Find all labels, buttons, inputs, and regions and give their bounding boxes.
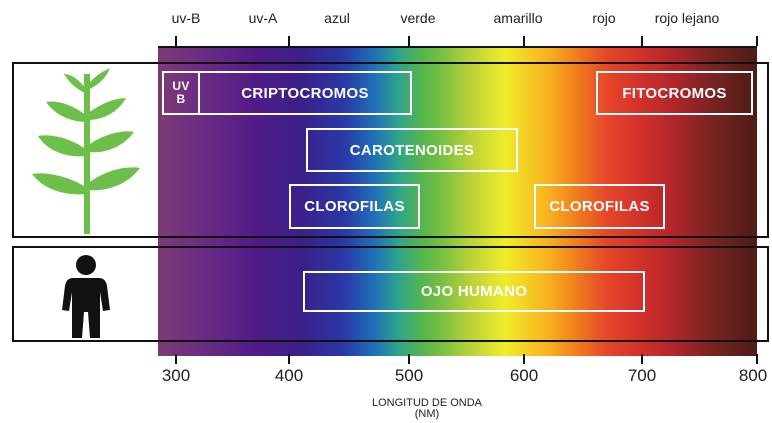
band-label-amarillo: amarillo	[493, 10, 543, 26]
plant-icon-area	[14, 64, 158, 236]
top-tick	[288, 36, 290, 46]
band-label-rojo: rojo	[592, 10, 616, 26]
top-tick	[175, 36, 177, 46]
region-clorofilas-red: CLOROFILAS	[534, 184, 665, 229]
axis-title-line2: (NM)	[414, 408, 440, 420]
top-tick	[641, 36, 643, 46]
top-tick	[523, 36, 525, 46]
plant-photoreceptor-panel	[12, 62, 769, 238]
region-fitocromos: FITOCROMOS	[596, 71, 753, 115]
uvb-line2: B	[176, 92, 186, 106]
bottom-tick	[641, 354, 643, 364]
bottom-tick	[523, 354, 525, 364]
region-carotenoides: CAROTENOIDES	[306, 128, 518, 172]
top-tick	[756, 36, 758, 46]
human-silhouette-icon	[62, 255, 110, 338]
axis-tick-label-700: 700	[627, 366, 657, 385]
top-tick	[408, 36, 410, 46]
axis-title-line1: LONGITUD DE ONDA	[371, 397, 483, 409]
band-label-azul: azul	[324, 10, 350, 26]
human-icon-area	[14, 248, 158, 340]
axis-tick-label-600: 600	[509, 366, 539, 385]
plant-icon	[32, 68, 140, 234]
axis-tick-label-400: 400	[274, 366, 304, 385]
band-label-rojo-lejano: rojo lejano	[654, 10, 720, 26]
axis-tick-label-500: 500	[394, 366, 424, 385]
axis-tick-label-300: 300	[161, 366, 191, 385]
region-criptocromos: CRIPTOCROMOS	[198, 71, 412, 115]
bottom-tick	[175, 354, 177, 364]
band-label-uva: uv-A	[248, 10, 278, 26]
axis-title: LONGITUD DE ONDA (NM)	[372, 398, 482, 420]
band-label-verde: verde	[400, 10, 436, 26]
region-clorofilas-blue: CLOROFILAS	[289, 184, 420, 229]
bottom-tick	[288, 354, 290, 364]
bottom-tick	[756, 354, 758, 364]
region-uvb-receptor: UV B	[162, 71, 200, 115]
band-label-uvb: uv-B	[171, 10, 201, 26]
region-ojo-humano: OJO HUMANO	[303, 271, 645, 312]
uvb-line1: UV	[172, 79, 190, 93]
bottom-tick	[408, 354, 410, 364]
light-spectrum-band	[158, 46, 757, 356]
axis-tick-label-800: 800	[738, 366, 768, 385]
human-eye-panel	[12, 246, 769, 342]
